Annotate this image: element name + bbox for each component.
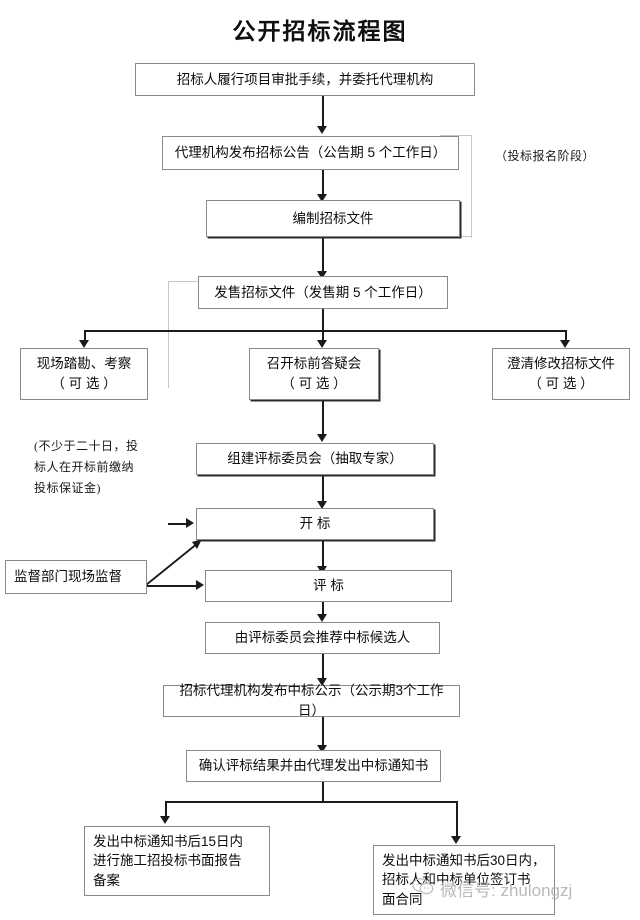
node-recommend-candidates[interactable]: 由评标委员会推荐中标候选人: [205, 622, 440, 654]
branch-right-stem: [565, 330, 567, 343]
connector-n14-down: [322, 782, 324, 802]
node-supervision-department[interactable]: 监督部门现场监督: [5, 560, 147, 594]
node-label: 监督部门现场监督: [14, 569, 122, 585]
node-label: 评 标: [313, 578, 344, 594]
arrow-final-right: [451, 836, 461, 844]
deposit-annotation: (不少于二十日，投 标人在开标前缴纳 投标保证金): [34, 439, 139, 495]
connector-n1-n2: [322, 96, 324, 128]
node-clarify-documents[interactable]: 澄清修改招标文件 （ 可 选 ）: [492, 348, 630, 400]
node-issue-award-notice[interactable]: 确认评标结果并由代理发出中标通知书: [186, 750, 441, 782]
stage-annotation-right: （投标报名阶段）: [495, 149, 596, 163]
node-site-survey[interactable]: 现场踏勘、考察 （ 可 选 ）: [20, 348, 148, 400]
connector-n12-n13: [322, 654, 324, 682]
node-label: 召开标前答疑会 （ 可 选 ）: [266, 356, 362, 391]
branch-left-stem: [84, 330, 86, 343]
resell-bracket-vertical: [168, 281, 170, 388]
node-label: 组建评标委员会（抽取专家）: [227, 451, 403, 467]
node-record-filing-15days[interactable]: 发出中标通知书后15日内 进行施工招投标书面报告 备案: [84, 826, 270, 896]
node-label: 招标人履行项目审批手续，并委托代理机构: [176, 71, 434, 87]
arrow-n13-n14: [317, 745, 327, 753]
arrow-n2-n3: [317, 194, 327, 202]
resell-bracket-top: [168, 281, 198, 283]
node-prepare-documents[interactable]: 编制招标文件: [206, 200, 460, 237]
arrow-n11-n12: [317, 614, 327, 622]
final-left-stem: [165, 801, 167, 819]
node-bid-opening[interactable]: 开 标: [196, 508, 434, 540]
branch-mid-stem: [322, 330, 324, 343]
node-bid-evaluation[interactable]: 评 标: [205, 570, 452, 602]
node-sign-contract-30days[interactable]: 发出中标通知书后30日内， 招标人和中标单位签订书 面合同: [373, 845, 555, 915]
node-project-approval[interactable]: 招标人履行项目审批手续，并委托代理机构: [135, 63, 475, 96]
node-label: 代理机构发布招标公告（公告期 5 个工作日）: [174, 145, 447, 161]
node-label: 现场踏勘、考察 （ 可 选 ）: [36, 356, 132, 391]
arrow-n12-n13: [317, 678, 327, 686]
final-split-bar: [165, 801, 457, 803]
node-label: 由评标委员会推荐中标候选人: [234, 630, 411, 646]
page-title: 公开招标流程图: [232, 19, 408, 44]
connector-supervision-to-opening: [145, 539, 202, 586]
arrow-branch-left: [79, 340, 89, 348]
arrow-supervision-to-evaluation: [196, 580, 204, 590]
arrow-final-left: [160, 816, 170, 824]
connector-n13-n14: [322, 717, 324, 749]
arrow-n1-n2: [317, 126, 327, 134]
node-label: 发出中标通知书后30日内， 招标人和中标单位签订书 面合同: [382, 852, 546, 907]
node-prebid-qa-meeting[interactable]: 召开标前答疑会 （ 可 选 ）: [249, 348, 379, 400]
arrow-n6-n8: [317, 434, 327, 442]
node-label: 编制招标文件: [292, 210, 374, 226]
arrow-n3-n4: [317, 271, 327, 279]
arrow-branch-right: [560, 340, 570, 348]
connector-n9-n11: [322, 540, 324, 570]
connector-resell-to-opening: [168, 523, 188, 525]
stage-bracket-vertical: [471, 135, 473, 238]
node-label: 发售招标文件（发售期 5 个工作日）: [214, 284, 432, 300]
connector-n8-n9: [322, 475, 324, 505]
connector-supervision-to-evaluation: [147, 585, 199, 587]
stage-bracket-top: [440, 135, 472, 137]
arrow-branch-mid: [317, 340, 327, 348]
node-label: 开 标: [299, 516, 331, 532]
node-label: 发出中标通知书后15日内 进行施工招投标书面报告 备案: [93, 833, 244, 888]
connector-n6-n8: [322, 400, 324, 438]
connector-n3-n4: [322, 237, 324, 275]
node-label: 招标代理机构发布中标公示（公示期3个工作日）: [179, 683, 444, 718]
node-publish-announcement[interactable]: 代理机构发布招标公告（公告期 5 个工作日）: [162, 136, 459, 170]
node-publicize-winner[interactable]: 招标代理机构发布中标公示（公示期3个工作日）: [163, 683, 460, 718]
node-form-evaluation-committee[interactable]: 组建评标委员会（抽取专家）: [196, 443, 434, 475]
node-sell-documents[interactable]: 发售招标文件（发售期 5 个工作日）: [198, 276, 448, 309]
arrow-n8-n9: [317, 501, 327, 509]
node-label: 澄清修改招标文件 （ 可 选 ）: [507, 356, 615, 391]
connector-n4-down: [322, 309, 324, 331]
node-label: 确认评标结果并由代理发出中标通知书: [198, 758, 429, 774]
final-right-stem: [456, 801, 458, 839]
connector-n2-n3: [322, 170, 324, 198]
arrow-resell-to-opening: [186, 518, 194, 528]
connector-n11-n12: [322, 602, 324, 619]
distribution-bar: [84, 330, 566, 332]
